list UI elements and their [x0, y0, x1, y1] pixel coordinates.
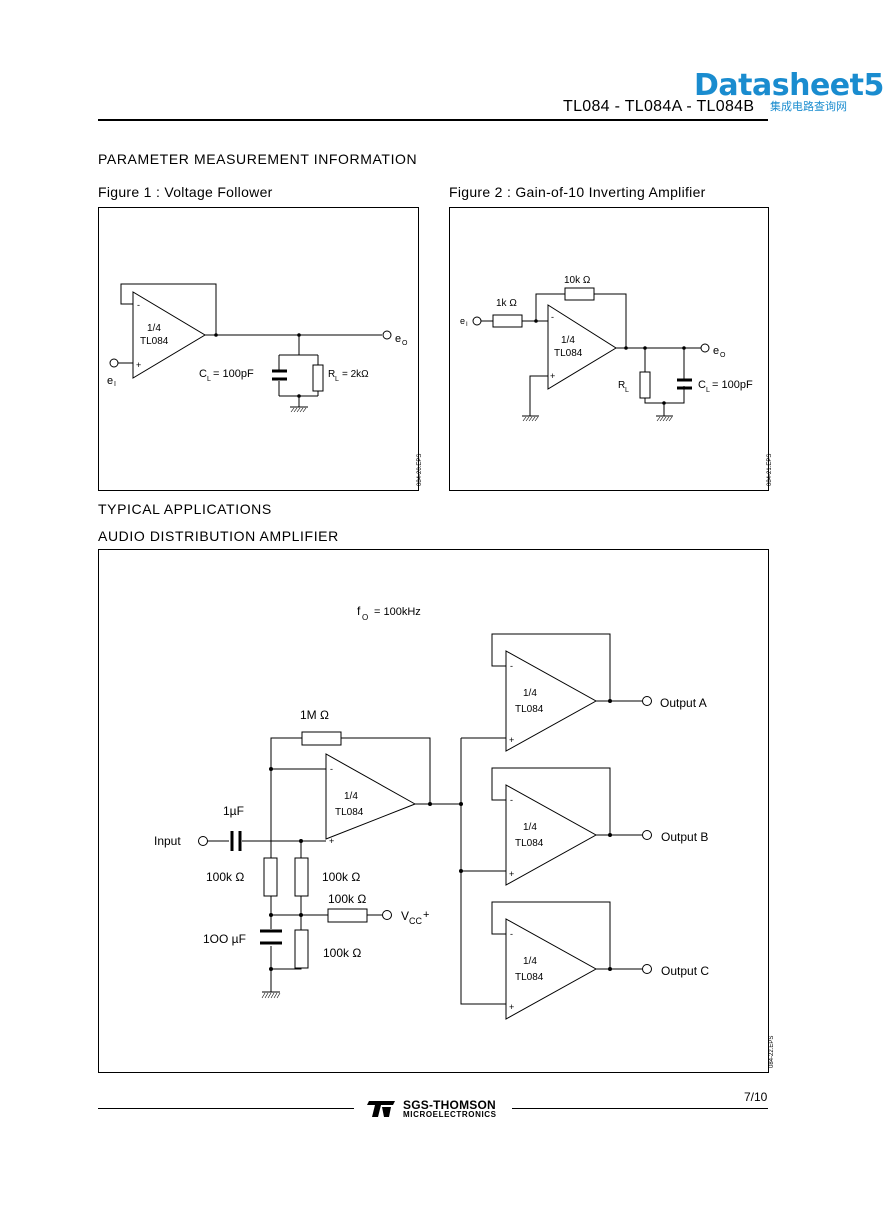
output-b-label: Output B: [661, 830, 708, 844]
output-a-label: Output A: [660, 696, 707, 710]
ampA-plus: +: [509, 735, 514, 745]
output-c-label: Output C: [661, 964, 709, 978]
section-param: PARAMETER MEASUREMENT INFORMATION: [98, 151, 418, 167]
fig1-output-sub: O: [402, 340, 408, 347]
ampB-plus: +: [509, 869, 514, 879]
fig1-ref-label: 084-20.EPS: [417, 453, 423, 486]
fig2-rl-label: R: [618, 380, 625, 391]
ampC-minus: -: [510, 929, 513, 939]
brand-line1: SGS-THOMSON: [403, 1098, 496, 1112]
figure1-caption: Figure 1 : Voltage Follower: [98, 184, 273, 200]
fig1-cl-value: = 100pF: [213, 368, 254, 380]
r-feedback-label: 1M Ω: [300, 708, 329, 722]
fig2-opamp-fraction: 1/4: [561, 335, 575, 346]
r3-label: 100k Ω: [328, 892, 366, 906]
cap-bypass-label: 1OO µF: [203, 932, 246, 946]
fig1-input-sub: I: [114, 381, 116, 388]
fig2-ref-label: 084-21.EPS: [767, 453, 773, 486]
st-logo-icon: [367, 1101, 395, 1117]
figure2-circuit: - + 1/4 TL084 e I e O 1k Ω 10k Ω R L C L…: [460, 275, 753, 422]
fig1-cl-sub: L: [207, 376, 211, 383]
vcc-sign: +: [423, 909, 429, 921]
r4-label: 100k Ω: [323, 946, 361, 960]
fig1-opamp-fraction: 1/4: [147, 323, 161, 334]
fig2-opamp-name: TL084: [554, 348, 583, 359]
freq-value: = 100kHz: [374, 606, 421, 618]
section-typical: TYPICAL APPLICATIONS: [98, 501, 272, 517]
section-audio: AUDIO DISTRIBUTION AMPLIFIER: [98, 528, 339, 544]
brand-line2: MICROELECTRONICS: [403, 1110, 497, 1119]
r1-label: 100k Ω: [206, 870, 244, 884]
figure1-circuit: - + 1/4 TL084 e I e O C L = 100pF R L = …: [107, 283, 408, 413]
fig2-output-sub: O: [720, 352, 726, 359]
fig2-plus: +: [550, 371, 555, 381]
fig2-cl-sub: L: [706, 387, 710, 394]
logo-text: Datasheet5: [694, 68, 884, 103]
fig2-r-fb: 10k Ω: [564, 275, 591, 286]
ampA-name: TL084: [515, 704, 544, 715]
fig2-cl-label: C: [698, 379, 706, 391]
logo-subtitle: 集成电路查询网: [770, 101, 847, 113]
cap-input-label: 1µF: [223, 804, 244, 818]
footer-rule-right: [512, 1108, 768, 1109]
header-title: TL084 - TL084A - TL084B: [563, 98, 755, 115]
fig1-opamp-name: TL084: [140, 336, 169, 347]
figure2-caption: Figure 2 : Gain-of-10 Inverting Amplifie…: [449, 184, 706, 200]
vcc-sub: CC: [409, 916, 422, 926]
ampA-minus: -: [510, 661, 513, 671]
fig1-rl-label: R: [328, 369, 335, 380]
figure1-frame: - + 1/4 TL084 e I e O C L = 100pF R L = …: [98, 207, 423, 491]
datasheet-logo: Datasheet5: [694, 68, 884, 103]
ampC-fraction: 1/4: [523, 956, 537, 967]
fig1-plus: +: [136, 360, 141, 370]
ampB-minus: -: [510, 795, 513, 805]
audio-circuit: f O = 100kHz - + 1/4 TL084 - + 1/4 TL084…: [154, 604, 709, 1020]
freq-sub: O: [362, 613, 368, 622]
fig1-rl-value: = 2kΩ: [342, 369, 369, 380]
ampB-fraction: 1/4: [523, 822, 537, 833]
fig2-input-label: e: [460, 316, 465, 326]
ampB-name: TL084: [515, 838, 544, 849]
audio-frame: f O = 100kHz - + 1/4 TL084 - + 1/4 TL084…: [98, 549, 775, 1073]
ampC-name: TL084: [515, 972, 544, 983]
fig1-output-label: e: [395, 333, 401, 345]
figure2-frame: - + 1/4 TL084 e I e O 1k Ω 10k Ω R L C L…: [449, 207, 773, 491]
page-number: 7/10: [744, 1090, 768, 1104]
freq-label: f: [357, 604, 361, 618]
ampC-plus: +: [509, 1002, 514, 1012]
fig2-input-sub: I: [466, 322, 468, 328]
input-label: Input: [154, 834, 181, 848]
fig2-minus: -: [551, 312, 554, 322]
amp1-plus: +: [329, 836, 334, 846]
fig1-rl-sub: L: [335, 376, 339, 383]
fig1-cl-label: C: [199, 368, 207, 380]
amp1-name: TL084: [335, 807, 364, 818]
amp1-fraction: 1/4: [344, 791, 358, 802]
r2-label: 100k Ω: [322, 870, 360, 884]
fig2-rl-sub: L: [625, 387, 629, 394]
fig2-cl-value: = 100pF: [712, 379, 753, 391]
header-rule: [98, 119, 768, 121]
fig1-input-label: e: [107, 375, 113, 387]
fig1-minus: -: [137, 300, 140, 310]
fig2-r-in: 1k Ω: [496, 298, 517, 309]
audio-ref-label: 084-22.EPS: [769, 1035, 775, 1068]
vcc-label: V: [401, 909, 409, 923]
footer-rule-left: [98, 1108, 354, 1109]
ampA-fraction: 1/4: [523, 688, 537, 699]
amp1-minus: -: [330, 764, 333, 774]
fig2-output-label: e: [713, 345, 719, 357]
